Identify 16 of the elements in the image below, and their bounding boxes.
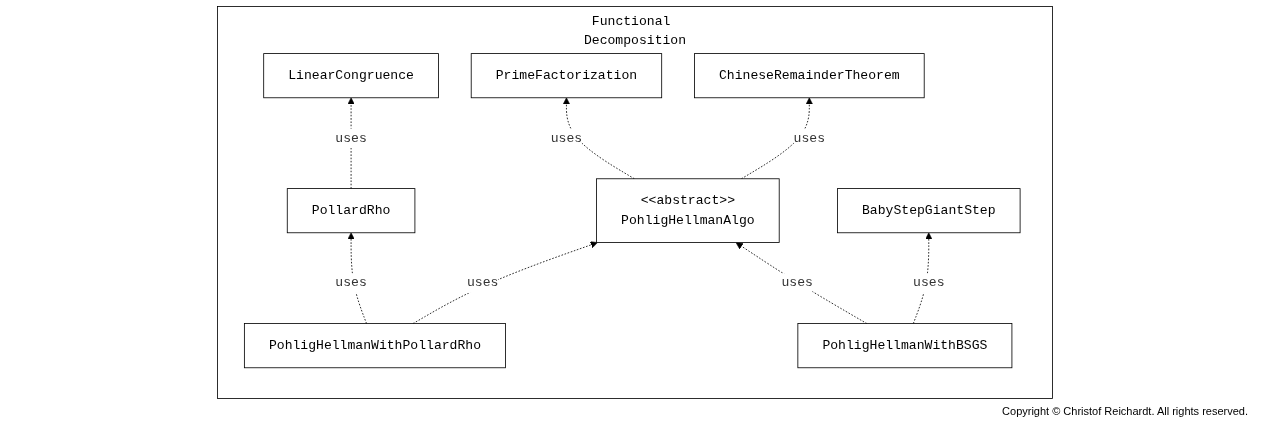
edge-label: uses [781, 275, 813, 291]
node-box: <<abstract>> PohligHellmanAlgo [596, 178, 780, 243]
node-box: LinearCongruence [263, 53, 439, 99]
node-box: PohligHellmanWithPollardRho [243, 323, 506, 369]
edge-label: uses [335, 130, 367, 146]
copyright-note: Copyright © Christof Reichardt. All rights reserved. [1001, 405, 1248, 417]
node-box: PollardRho [286, 188, 416, 234]
edge-label: uses [335, 275, 367, 291]
node-box: ChineseRemainderTheorem [694, 53, 925, 99]
edge-label: uses [550, 130, 583, 146]
edge-label: uses [793, 130, 825, 146]
edge-label: uses [913, 275, 945, 291]
node-box: BabyStepGiantStep [837, 188, 1021, 234]
edge-label: uses [466, 275, 499, 291]
node-box: PohligHellmanWithBSGS [797, 323, 1013, 369]
node-box: PrimeFactorization [470, 53, 663, 99]
